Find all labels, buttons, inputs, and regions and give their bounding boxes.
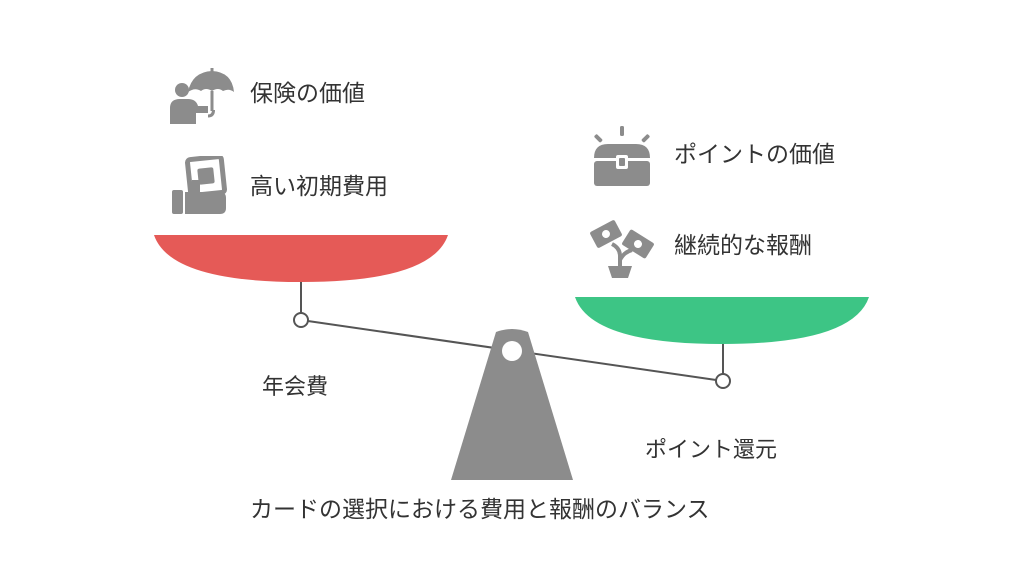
left-pivot <box>293 312 309 328</box>
left-item-label-insurance: 保険の価値 <box>250 81 365 107</box>
right-item-label-point-value: ポイントの価値 <box>674 142 835 168</box>
fulcrum-pivot-hole <box>502 341 522 361</box>
left-item-label-initial-cost: 高い初期費用 <box>250 174 388 200</box>
diagram-title: カードの選択における費用と報酬のバランス <box>250 497 710 523</box>
right-pivot <box>715 373 731 389</box>
fulcrum <box>451 329 573 480</box>
right-caption: ポイント還元 <box>645 438 778 463</box>
treasure-chest-icon <box>594 126 650 186</box>
growing-money-plant-icon <box>590 220 654 278</box>
money-in-hand-icon <box>172 156 227 214</box>
left-caption: 年会費 <box>262 375 329 400</box>
left-pan <box>154 235 448 282</box>
right-item-label-ongoing-reward: 継続的な報酬 <box>674 233 812 259</box>
right-pan <box>575 297 869 344</box>
insurance-umbrella-person-icon <box>170 68 234 124</box>
